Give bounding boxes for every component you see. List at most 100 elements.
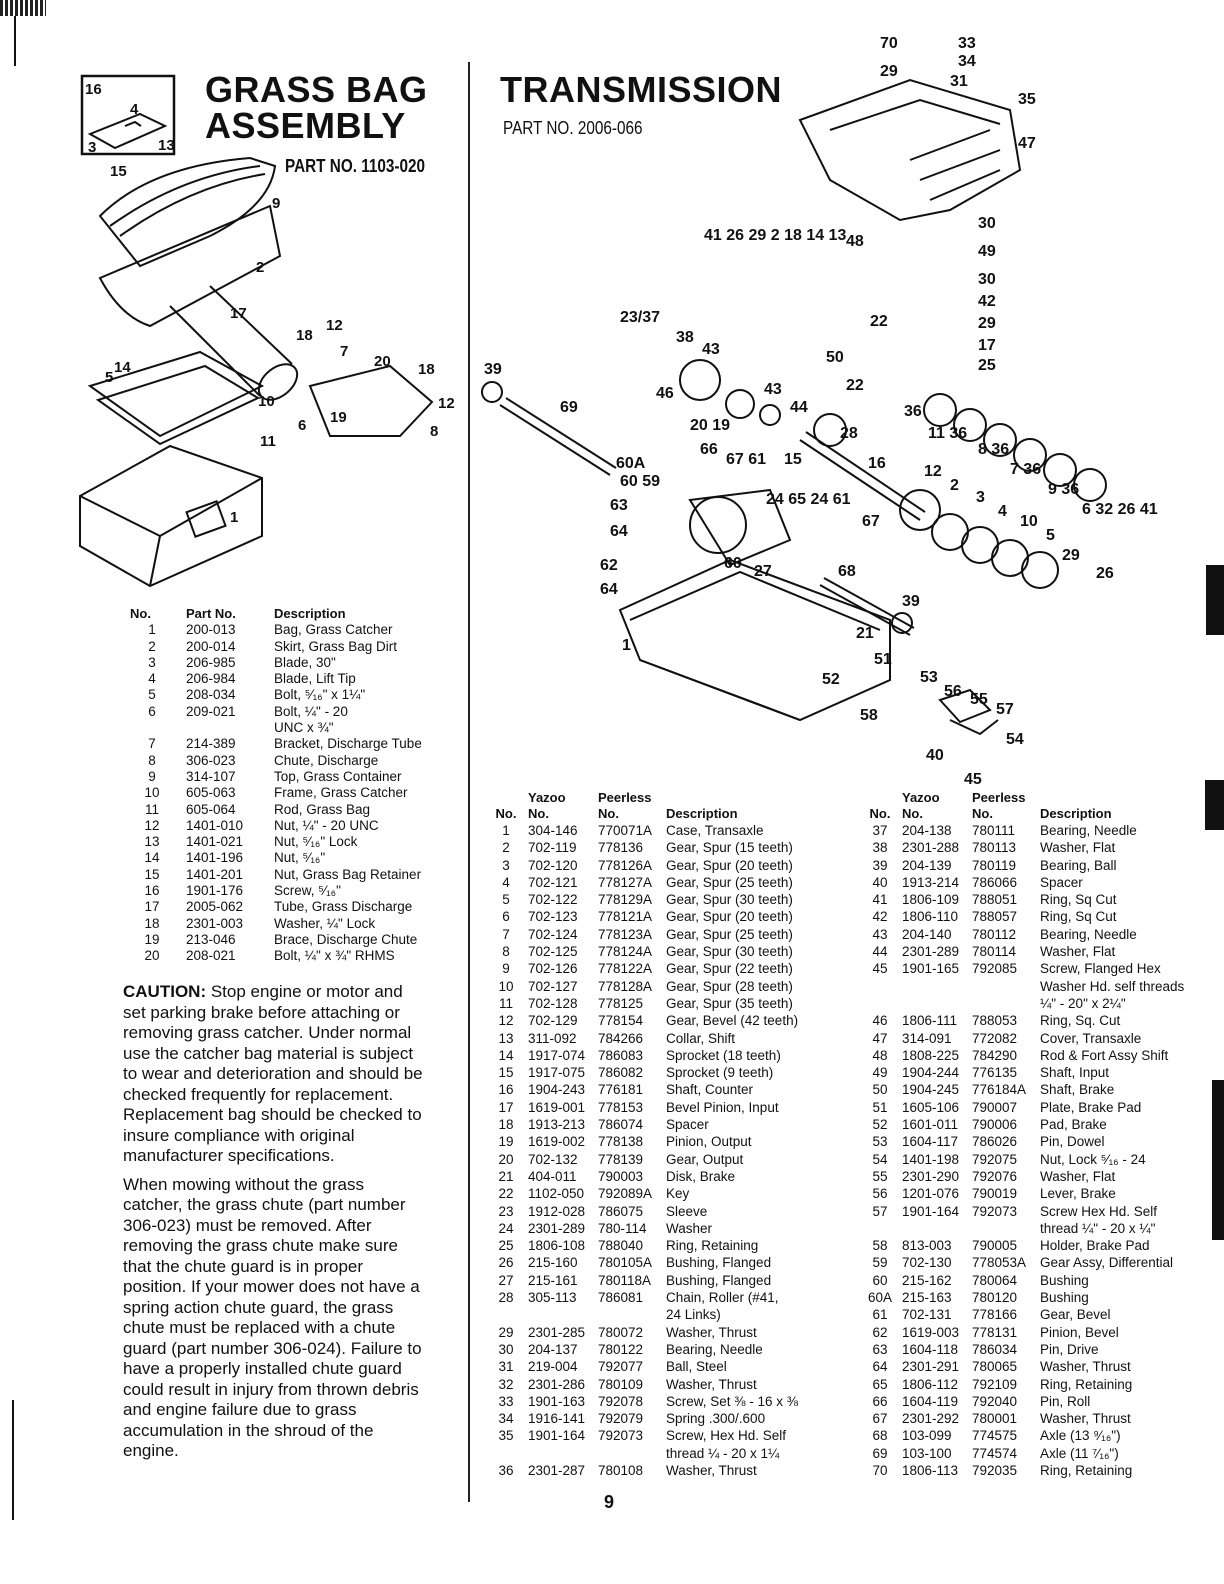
part-item-no: 19 — [144, 931, 160, 947]
part-description: Pin, Dowel — [1040, 1134, 1105, 1150]
part-description: Bushing — [1040, 1290, 1089, 1306]
svg-text:35: 35 — [1018, 91, 1036, 108]
part-item-no: 40 — [872, 874, 888, 890]
part-item-no: 17 — [144, 899, 160, 915]
part-description: Washer, Flat — [1040, 1168, 1116, 1184]
part-item-no: 17 — [498, 1099, 514, 1115]
peerless-part-number: 786034 — [972, 1341, 1018, 1357]
part-description: Rod & Fort Assy Shift — [1040, 1047, 1169, 1063]
scan-edge — [1205, 780, 1224, 830]
svg-text:60 59: 60 59 — [620, 473, 660, 490]
part-description: Bushing, Flanged — [666, 1255, 772, 1271]
peerless-part-number: 792109 — [972, 1376, 1018, 1392]
yazoo-part-number: 1916-141 — [528, 1411, 586, 1427]
peerless-part-number: 780111 — [972, 823, 1016, 838]
peerless-part-number: 778127A — [598, 874, 653, 890]
yazoo-part-number: 813-003 — [902, 1238, 952, 1254]
part-description: Chain, Roller (#41, — [666, 1290, 779, 1306]
yazoo-part-number: 1401-198 — [902, 1151, 960, 1167]
svg-text:4: 4 — [130, 101, 139, 118]
svg-text:70: 70 — [880, 35, 898, 52]
peerless-part-number: 776181 — [598, 1082, 644, 1098]
part-description: Ring, Sq Cut — [1040, 909, 1117, 925]
part-item-no: 8 — [148, 752, 156, 768]
part-description: Gear, Spur (30 teeth) — [666, 944, 793, 960]
part-number: 200-014 — [186, 638, 236, 654]
yazoo-part-number: 204-138 — [902, 823, 952, 838]
part-item-no: 13 — [498, 1030, 514, 1046]
part-description: thread ¼" - 20 x ¼" — [1040, 1220, 1156, 1236]
peerless-part-number: 788057 — [972, 909, 1018, 925]
peerless-part-number: 790006 — [972, 1117, 1018, 1133]
part-number: 2301-003 — [186, 915, 244, 931]
peerless-part-number: 778123A — [598, 926, 653, 942]
part-item-no: 14 — [144, 850, 160, 866]
svg-text:2: 2 — [256, 259, 264, 276]
svg-text:12: 12 — [438, 395, 455, 412]
part-description: Washer, Flat — [1040, 840, 1116, 856]
peerless-part-number: 792079 — [598, 1411, 644, 1427]
part-description: Gear, Spur (25 teeth) — [666, 926, 793, 942]
caution-text: Stop engine or motor and set parking bra… — [123, 982, 423, 1165]
part-item-no: 67 — [872, 1411, 888, 1427]
peerless-part-number: 792089A — [598, 1186, 653, 1202]
svg-text:14: 14 — [114, 359, 131, 376]
svg-text:55: 55 — [970, 691, 988, 708]
part-description: Pin, Roll — [1040, 1393, 1091, 1409]
peerless-part-number: 786081 — [598, 1290, 644, 1306]
part-number: 314-107 — [186, 768, 236, 784]
part-description: Chute, Discharge — [274, 752, 379, 768]
part-number — [186, 720, 274, 736]
peerless-part-number: 780108 — [598, 1462, 644, 1478]
peerless-part-number: 792085 — [972, 961, 1018, 977]
part-description: Sprocket (9 teeth) — [666, 1065, 774, 1081]
col-header-part: Part No. — [186, 606, 236, 621]
col-header-yazoo-no: No. — [528, 806, 549, 821]
svg-text:42: 42 — [978, 293, 996, 310]
col-header-no: No. — [869, 806, 891, 821]
part-description: Nut, ⁵⁄₁₆" — [274, 850, 326, 866]
part-description: Gear, Bevel — [1040, 1307, 1111, 1323]
svg-text:33: 33 — [958, 35, 976, 52]
part-item-no: 27 — [498, 1272, 514, 1288]
part-number: 213-046 — [186, 931, 236, 947]
peerless-part-number: 778128A — [598, 978, 653, 994]
yazoo-part-number: 2301-292 — [902, 1411, 960, 1427]
part-number: 1401-201 — [186, 866, 244, 882]
scan-edge — [12, 1400, 14, 1520]
col-header-no: No. — [495, 806, 517, 821]
yazoo-part-number: 1201-076 — [902, 1186, 960, 1202]
svg-text:1: 1 — [622, 637, 631, 654]
svg-text:22: 22 — [870, 313, 888, 330]
transmission-part-number: PART NO. 2006-066 — [503, 118, 643, 138]
part-description: 24 Links) — [666, 1307, 721, 1323]
yazoo-part-number: 404-011 — [528, 1168, 577, 1184]
peerless-part-number: 778154 — [598, 1013, 644, 1029]
yazoo-part-number: 702-127 — [528, 978, 578, 994]
svg-text:20 19: 20 19 — [690, 417, 730, 434]
peerless-part-number: 792076 — [972, 1168, 1018, 1184]
part-item-no: 4 — [502, 874, 510, 890]
part-item-no: 5 — [502, 892, 510, 908]
col-header-peerless-no: No. — [598, 806, 619, 821]
yazoo-part-number: 702-131 — [902, 1307, 952, 1323]
part-description: Gear, Spur (22 teeth) — [666, 961, 793, 977]
part-item-no: 20 — [498, 1151, 514, 1167]
yazoo-part-number: 1806-113 — [902, 1462, 959, 1478]
peerless-part-number: 784266 — [598, 1030, 644, 1046]
part-description: Shaft, Counter — [666, 1082, 754, 1098]
part-description: Disk, Brake — [666, 1168, 736, 1184]
part-description: Top, Grass Container — [274, 768, 402, 784]
part-item-no — [858, 1220, 902, 1237]
part-item-no — [130, 720, 186, 736]
